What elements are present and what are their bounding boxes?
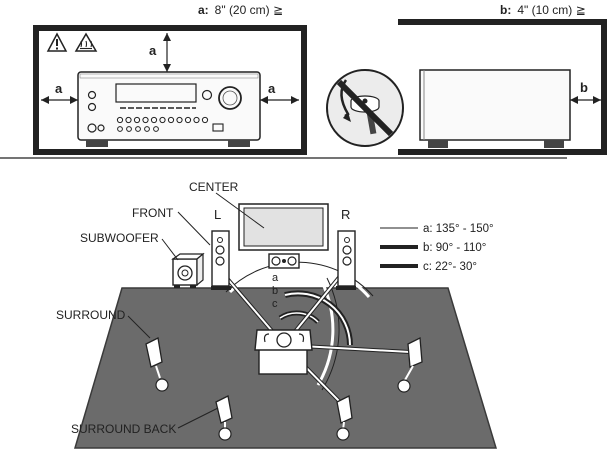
center-speaker xyxy=(268,253,300,269)
receiver-button xyxy=(125,116,132,124)
hot-surface-icon xyxy=(74,32,98,52)
receiver-button xyxy=(133,116,141,124)
receiver-button xyxy=(142,116,149,124)
receiver-button xyxy=(135,126,141,132)
receiver-button xyxy=(184,116,192,124)
receiver-side-view xyxy=(419,69,571,141)
front-left-speaker xyxy=(211,230,231,290)
speaker-layout: a b c xyxy=(56,180,498,449)
display-window xyxy=(115,83,197,103)
clearance-value-b: 4" (10 cm) ≧ xyxy=(517,3,586,17)
front-right-speaker xyxy=(336,230,356,290)
clearance-key-a: a: xyxy=(198,3,209,17)
listening-position xyxy=(254,329,313,375)
arc-label-b: b xyxy=(272,285,278,297)
receiver-button xyxy=(153,126,159,132)
wall-box-left xyxy=(33,25,307,155)
label-subwoofer: SUBWOOFER xyxy=(80,231,159,245)
av-receiver-front xyxy=(77,71,261,147)
arc-label-a: a xyxy=(272,272,279,284)
surround-right-speaker xyxy=(397,336,423,393)
receiver-button xyxy=(201,116,209,124)
label-surround: SURROUND xyxy=(56,308,126,322)
warning-triangle-icon xyxy=(46,32,68,52)
clearance-caption-b: b: 4" (10 cm) ≧ xyxy=(500,3,586,17)
receiver-button xyxy=(193,116,200,124)
receiver-button xyxy=(159,116,166,124)
receiver-button xyxy=(116,116,124,124)
receiver-button xyxy=(167,116,175,124)
label-right-channel: R xyxy=(341,207,350,222)
front-clearance-panel: a a a xyxy=(33,25,307,155)
label-center: CENTER xyxy=(189,180,239,194)
legend-text-b: b: 90° - 110° xyxy=(423,242,486,254)
clearance-caption-a: a: 8" (20 cm) ≧ xyxy=(198,3,283,17)
input-knob xyxy=(201,89,213,101)
dim-label-left: a xyxy=(55,81,63,96)
television xyxy=(238,203,329,251)
legend-text-a: a: 135° - 150° xyxy=(423,223,494,235)
receiver-button xyxy=(144,126,150,132)
wall-box-right xyxy=(398,19,607,155)
dim-label-top: a xyxy=(149,43,157,58)
receiver-button xyxy=(176,116,183,124)
label-front: FRONT xyxy=(132,206,174,220)
legend-text-c: c: 22°- 30° xyxy=(423,261,477,273)
clearance-value-a: 8" (20 cm) ≧ xyxy=(214,3,283,17)
button-row xyxy=(116,116,209,132)
angle-legend: a: 135° - 150° b: 90° - 110° c: 22°- 30° xyxy=(380,223,494,273)
subwoofer xyxy=(171,252,205,288)
surround-back-left-speaker xyxy=(215,395,233,441)
volume-knob xyxy=(218,86,242,110)
side-clearance-panel: b xyxy=(398,19,607,155)
label-left-channel: L xyxy=(214,207,221,222)
usb-port xyxy=(212,123,224,132)
receiver-button xyxy=(117,126,123,132)
surround-left-speaker xyxy=(145,337,169,392)
label-surround-back: SURROUND BACK xyxy=(71,422,176,436)
no-stacking-icon xyxy=(326,69,404,147)
receiver-button xyxy=(126,126,132,132)
receiver-button xyxy=(150,116,158,124)
surround-back-right-speaker xyxy=(336,395,353,441)
clearance-key-b: b: xyxy=(500,3,512,17)
arc-label-c: c xyxy=(272,298,278,310)
dim-label-right: a xyxy=(268,81,276,96)
dim-label-side: b xyxy=(580,80,588,95)
